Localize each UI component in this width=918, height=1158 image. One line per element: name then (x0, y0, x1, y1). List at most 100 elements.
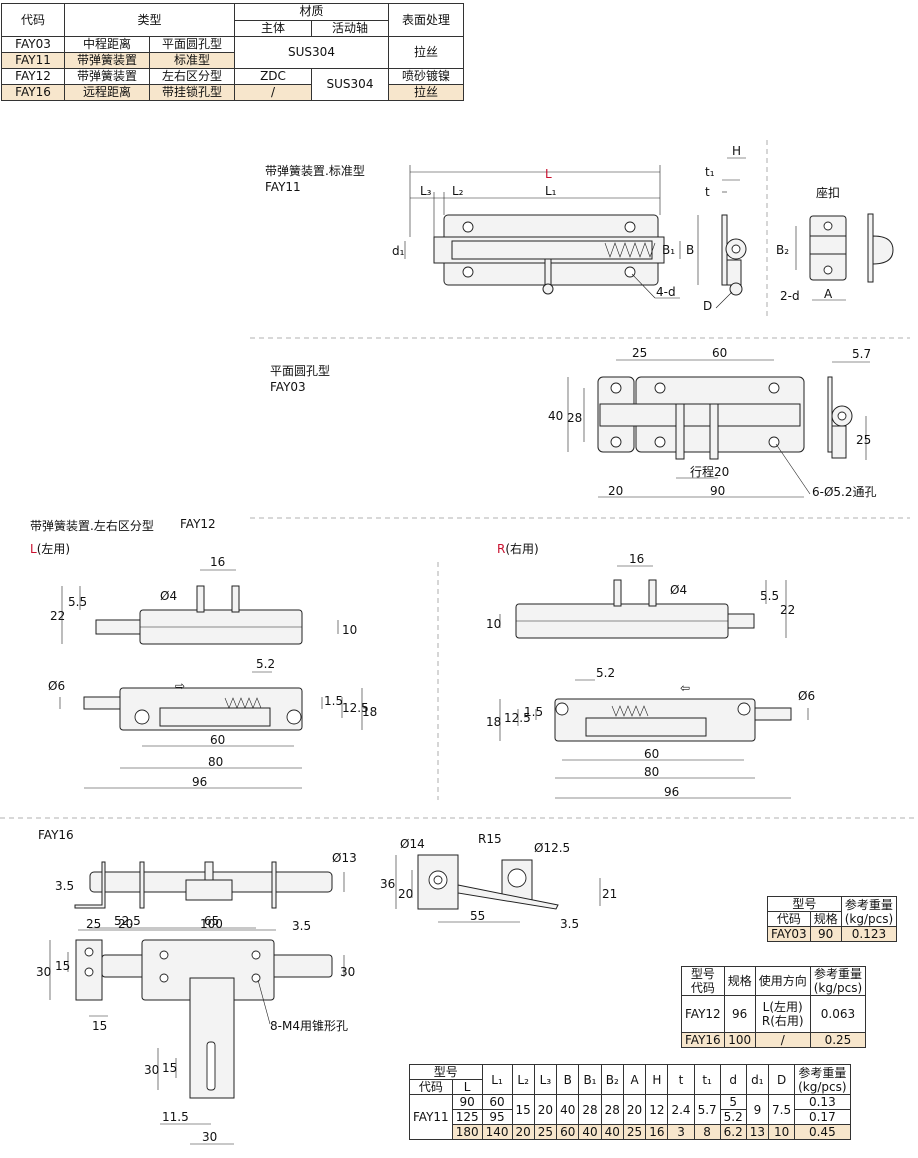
spec-cell: 拉丝 (388, 84, 464, 101)
spec-cell: 标准型 (149, 52, 235, 69)
wt-cell: 140 (481, 1124, 513, 1140)
wt-header: 代码 (767, 911, 811, 927)
dim-28: 28 (567, 411, 582, 425)
wt-cell: FAY11 (409, 1094, 453, 1140)
wt-cell: 90 (809, 926, 842, 942)
spec-header-type: 类型 (64, 3, 235, 37)
dim-D: D (703, 299, 712, 313)
wt-cell: 25 (622, 1124, 647, 1140)
wt-cell: 5.7 (693, 1094, 721, 1125)
dim-d14: Ø14 (400, 837, 425, 851)
wt-header: 代码 (409, 1079, 453, 1095)
wt-cell: 12 (645, 1094, 669, 1125)
wt-cell: 20 (511, 1124, 535, 1140)
dim-65: 65 (204, 914, 219, 928)
wt-header: 参考重量(kg/pcs) (794, 1064, 851, 1095)
fay12-left-label: L(左用) (30, 540, 70, 557)
dim-10: 10 (342, 623, 357, 637)
dim-m4: 8-M4用锥形孔 (270, 1019, 348, 1033)
dim-5-5-r: 5.5 (760, 589, 779, 603)
spec-cell: 平面圆孔型 (149, 36, 235, 53)
wt-cell: 5.2 (719, 1109, 747, 1125)
dim-d4: Ø4 (160, 589, 177, 603)
dim-A: A (824, 287, 833, 301)
dim-3-5c: 3.5 (560, 917, 579, 931)
wt-cell: 0.25 (809, 1032, 867, 1048)
fay12-code: FAY12 (180, 517, 216, 531)
dim-96: 96 (192, 775, 207, 789)
spec-cell: 拉丝 (388, 36, 464, 69)
dim-11-5: 11.5 (162, 1110, 189, 1124)
dim-d4-r: Ø4 (670, 583, 687, 597)
wt-header: B₁ (578, 1064, 602, 1095)
dim-d12-5: Ø12.5 (534, 841, 570, 855)
dim-25b: 25 (856, 433, 871, 447)
wt-header: 型号代码 (681, 966, 725, 996)
dim-25: 25 (632, 346, 647, 360)
wt-cell: 25 (533, 1124, 558, 1140)
wt-header: t (667, 1064, 695, 1095)
dim-90: 90 (710, 484, 725, 498)
wt-cell: 20 (533, 1094, 558, 1125)
spec-header-body: 主体 (234, 19, 312, 37)
wt-cell: 20 (622, 1094, 647, 1125)
dim-5-5: 5.5 (68, 595, 87, 609)
dim-5-2: 5.2 (256, 657, 275, 671)
dim-12-5: 12.5 (342, 701, 369, 715)
wt-cell: 5 (719, 1094, 747, 1110)
dim-12-5-r: 12.5 (504, 711, 531, 725)
dim-5-2-r: 5.2 (596, 666, 615, 680)
dim-30c: 30 (144, 1063, 159, 1077)
wt-cell: 180 (451, 1124, 483, 1140)
wt-cell: FAY12 (681, 995, 725, 1033)
right-letter: R (497, 542, 506, 556)
wt-cell: 7.5 (768, 1094, 796, 1125)
dim-16: 16 (210, 555, 225, 569)
dim-r15: R15 (478, 832, 502, 846)
dim-d6-r: Ø6 (798, 689, 815, 703)
wt-header: D (768, 1064, 796, 1095)
dim-L3: L₃ (420, 184, 432, 198)
dim-25: 25 (86, 917, 101, 931)
dim-d6: Ø6 (48, 679, 65, 693)
wt-header: t₁ (693, 1064, 721, 1095)
dim-18-r: 18 (486, 715, 501, 729)
dim-80-r: 80 (644, 765, 659, 779)
wt-cell: 0.45 (794, 1124, 851, 1140)
dim-20: 20 (608, 484, 623, 498)
fay03-title: 平面圆孔型 (270, 364, 331, 378)
wt-cell: L(左用)R(右用) (754, 995, 811, 1033)
dim-2d: 2-d (780, 289, 800, 303)
fay16-drawing: Ø13 3.5 25 20 100 3.5 Ø14 R15 Ø12.5 36 2… (36, 832, 617, 1145)
spec-cell: 带弹簧装置 (64, 52, 150, 69)
dim-t1: t₁ (705, 165, 715, 179)
fay11-code: FAY11 (265, 180, 301, 194)
dim-20: 20 (118, 917, 133, 931)
wt-header: A (622, 1064, 647, 1095)
dim-18: 18 (362, 705, 377, 719)
dim-60: 60 (712, 346, 727, 360)
wt-cell: 60 (556, 1124, 580, 1140)
wt-cell: 8 (693, 1124, 721, 1140)
wt-cell: 90 (451, 1094, 483, 1110)
wt-header: d (719, 1064, 747, 1095)
dim-3-5: 3.5 (55, 879, 74, 893)
dim-36: 36 (380, 877, 395, 891)
spec-cell: / (234, 84, 312, 101)
wt-cell: 15 (511, 1094, 535, 1125)
wt-header: 参考重量(kg/pcs) (840, 896, 898, 927)
wt-cell: 60 (481, 1094, 513, 1110)
weight-table-fay03: 型号 参考重量(kg/pcs) 代码 规格 FAY03 90 0.123 (767, 896, 898, 942)
dim-15: 15 (55, 959, 70, 973)
dim-L2: L₂ (452, 184, 464, 198)
wt-cell: 125 (451, 1109, 483, 1125)
fay12-right-drawing: 16 Ø4 5.5 22 10 ⇦ 5.2 Ø6 18 12.5 1.5 60 … (486, 552, 815, 799)
wt-header: B (556, 1064, 580, 1095)
spec-cell: 左右区分型 (149, 68, 235, 85)
wt-cell: FAY03 (767, 926, 811, 942)
dim-100: 100 (200, 917, 223, 931)
dim-B1: B₁ (662, 243, 675, 257)
right-note: (右用) (505, 542, 539, 556)
dim-40: 40 (548, 409, 563, 423)
fay12-left-drawing: 16 Ø4 22 5.5 10 Ø6 ⇨ 5.2 1.5 12.5 18 60 … (48, 555, 377, 789)
